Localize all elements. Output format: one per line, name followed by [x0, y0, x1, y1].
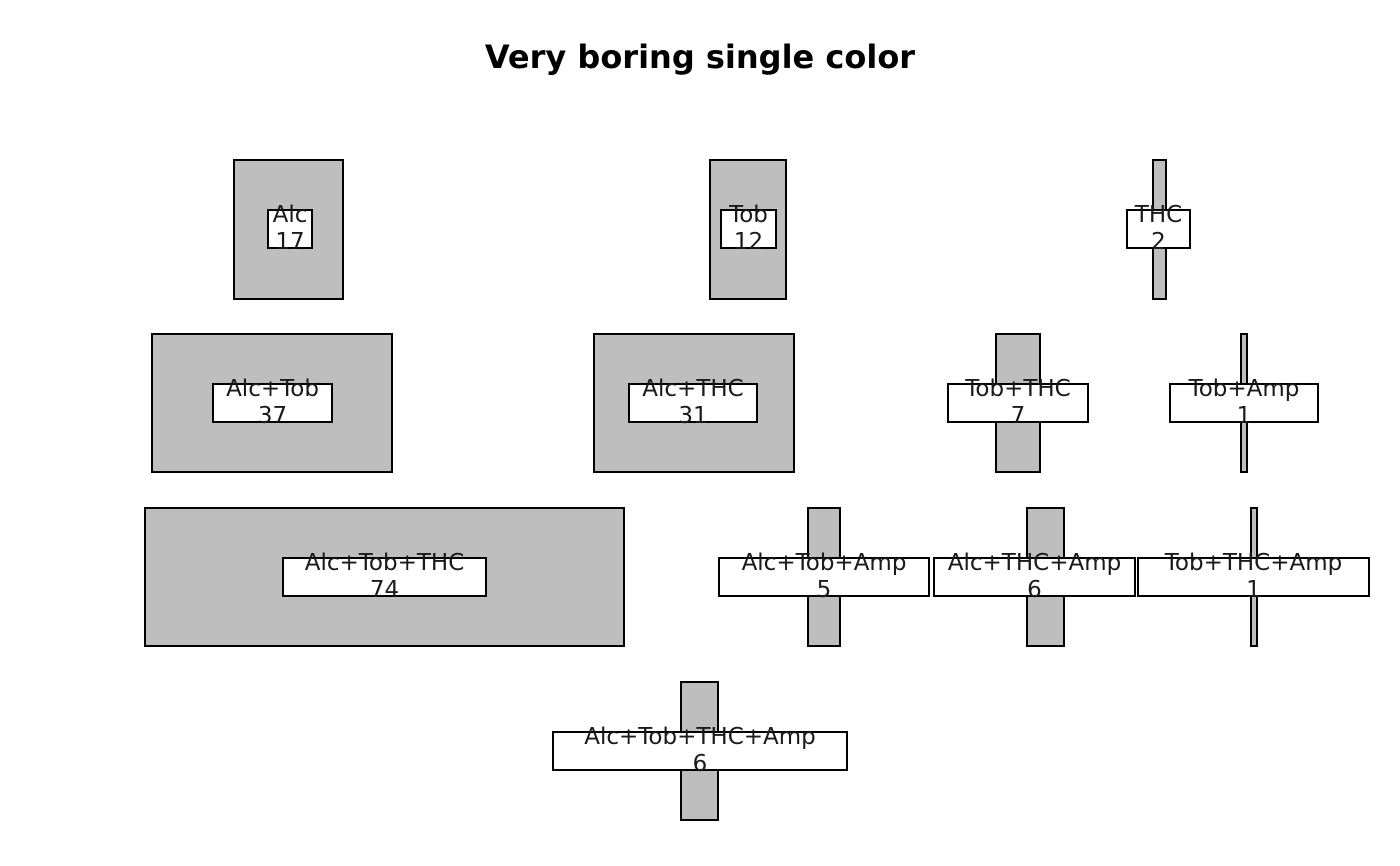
set-name: Alc: [272, 202, 308, 228]
set-value: 6: [1027, 577, 1042, 603]
set-value: 12: [733, 229, 764, 255]
set-value: 6: [692, 751, 708, 777]
chart-title: Very boring single color: [484, 38, 916, 76]
set-value: 74: [369, 577, 400, 603]
set-name: Tob+Amp: [1188, 376, 1300, 402]
set-value: 31: [678, 403, 708, 429]
set-name: Alc+Tob+Amp: [741, 550, 907, 576]
set-name: THC: [1134, 202, 1183, 228]
set-value: 2: [1151, 229, 1166, 255]
set-value: 37: [257, 403, 288, 429]
set-name: Alc+Tob: [226, 376, 319, 402]
set-name: Tob+THC+Amp: [1164, 550, 1343, 576]
set-name: Alc+Tob+THC: [304, 550, 465, 576]
set-name: Tob+THC: [965, 376, 1071, 402]
set-value: 1: [1236, 403, 1252, 429]
set-name: Alc+THC+Amp: [947, 550, 1122, 576]
set-value: 5: [816, 577, 832, 603]
set-value: 17: [275, 229, 305, 255]
set-value: 7: [1010, 403, 1026, 429]
set-name: Tob: [729, 202, 768, 228]
set-name: Alc+Tob+THC+Amp: [584, 724, 816, 750]
set-name: Alc+THC: [642, 376, 744, 402]
set-value: 1: [1246, 577, 1261, 603]
